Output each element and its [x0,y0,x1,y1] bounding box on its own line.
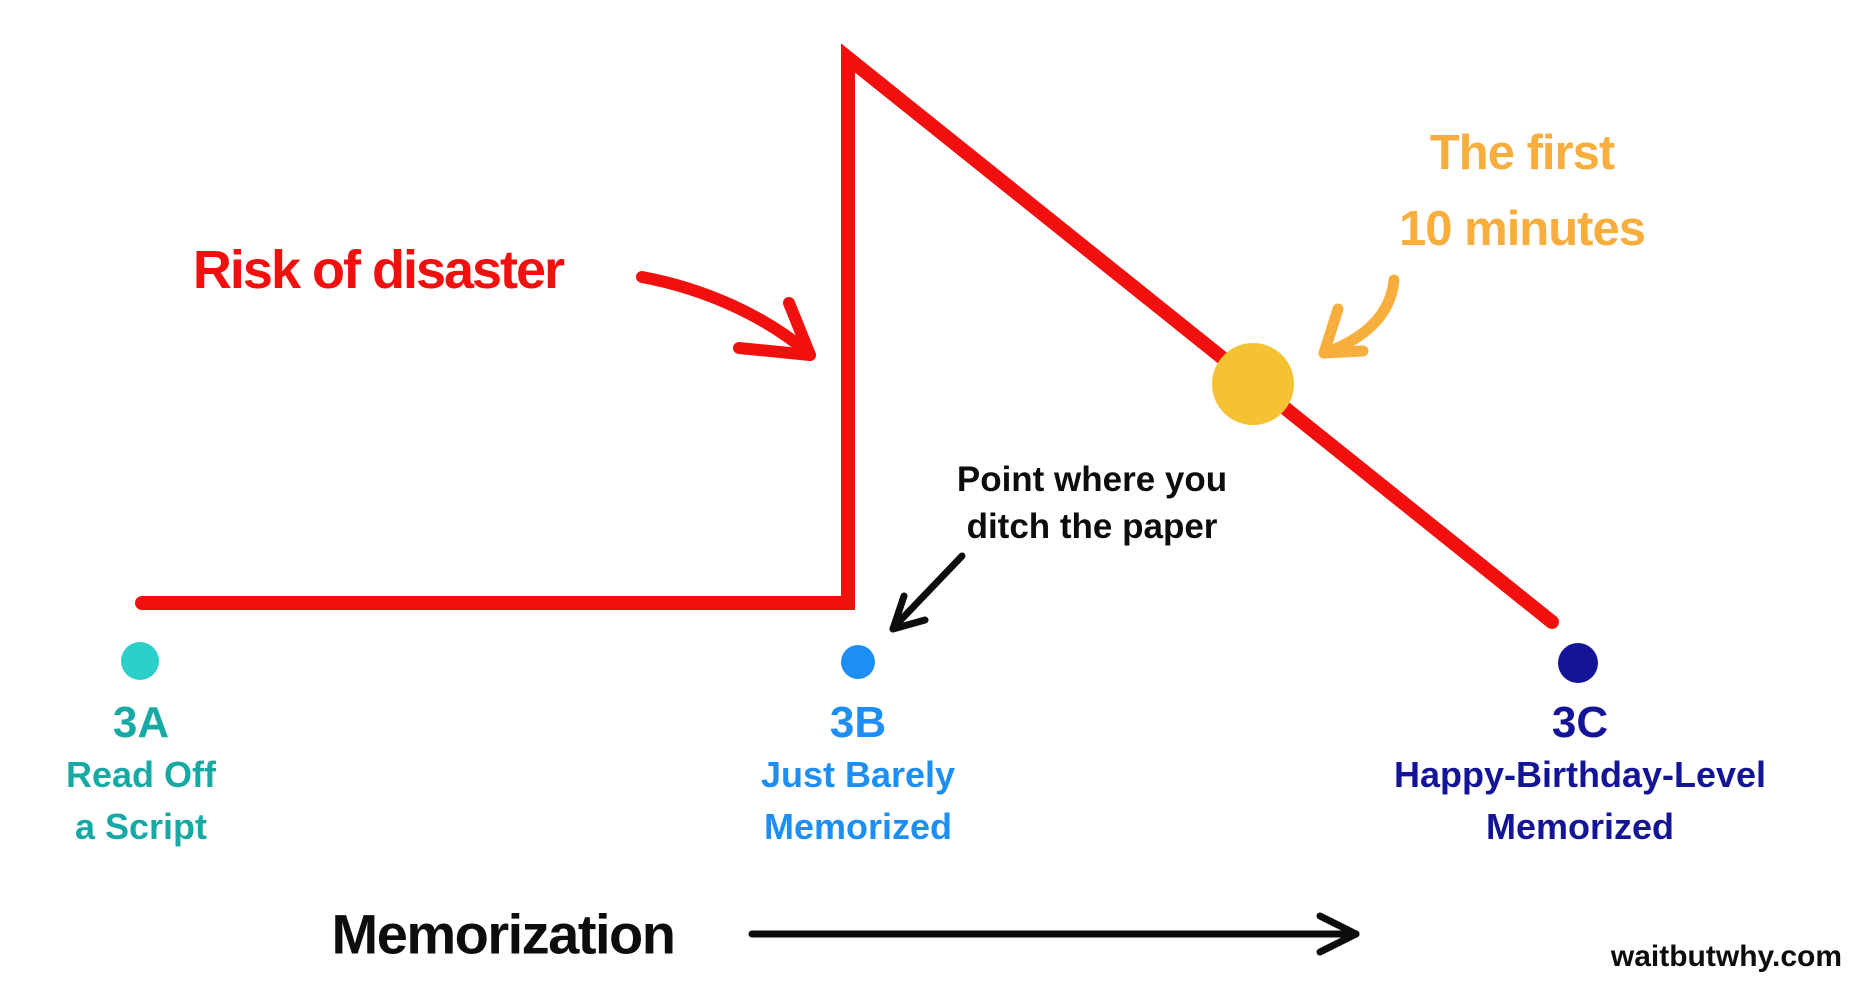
memorization-axis-label: Memorization [331,902,676,966]
point-3c-id: 3C [1551,698,1609,747]
first-10-minutes-label: The first 10 minutes [1399,115,1646,267]
ditch-paper-label-line1: Point where you [956,460,1228,499]
first-10-minutes-arrow [1318,274,1400,359]
site-credit: waitbutwhy.com [1610,940,1842,973]
memorization-direction-arrow [748,912,1360,956]
point-3a-line1: Read Off [65,754,217,795]
first-10-minutes-label-line2: 10 minutes [1399,202,1646,256]
ditch-paper-label: Point where you ditch the paper [957,456,1227,550]
point-3c-line1: Happy-Birthday-Level [1393,754,1767,795]
first-10-minutes-point [1212,343,1294,425]
point-3a-id: 3A [112,698,170,747]
first-10-minutes-label-line1: The first [1429,126,1615,180]
point-3c-label: 3C Happy-Birthday-Level Memorized [1394,697,1766,853]
risk-curve-line [135,43,1559,629]
point-3a-label: 3A Read Off a Script [66,697,216,853]
point-3b-line2: Memorized [763,806,953,847]
risk-of-disaster-label: Risk of disaster [192,240,565,300]
ditch-paper-arrow [889,552,966,633]
point-3a-line2: a Script [74,806,208,847]
point-3a-dot [121,642,159,680]
point-3b-line1: Just Barely [760,754,956,795]
point-3b-label: 3B Just Barely Memorized [761,697,955,853]
point-3c-line2: Memorized [1485,806,1675,847]
point-3c-dot [1558,643,1598,683]
point-3b-id: 3B [829,698,887,747]
risk-arrow [636,271,816,361]
ditch-paper-label-line2: ditch the paper [966,507,1218,546]
point-3b-dot [841,645,875,679]
